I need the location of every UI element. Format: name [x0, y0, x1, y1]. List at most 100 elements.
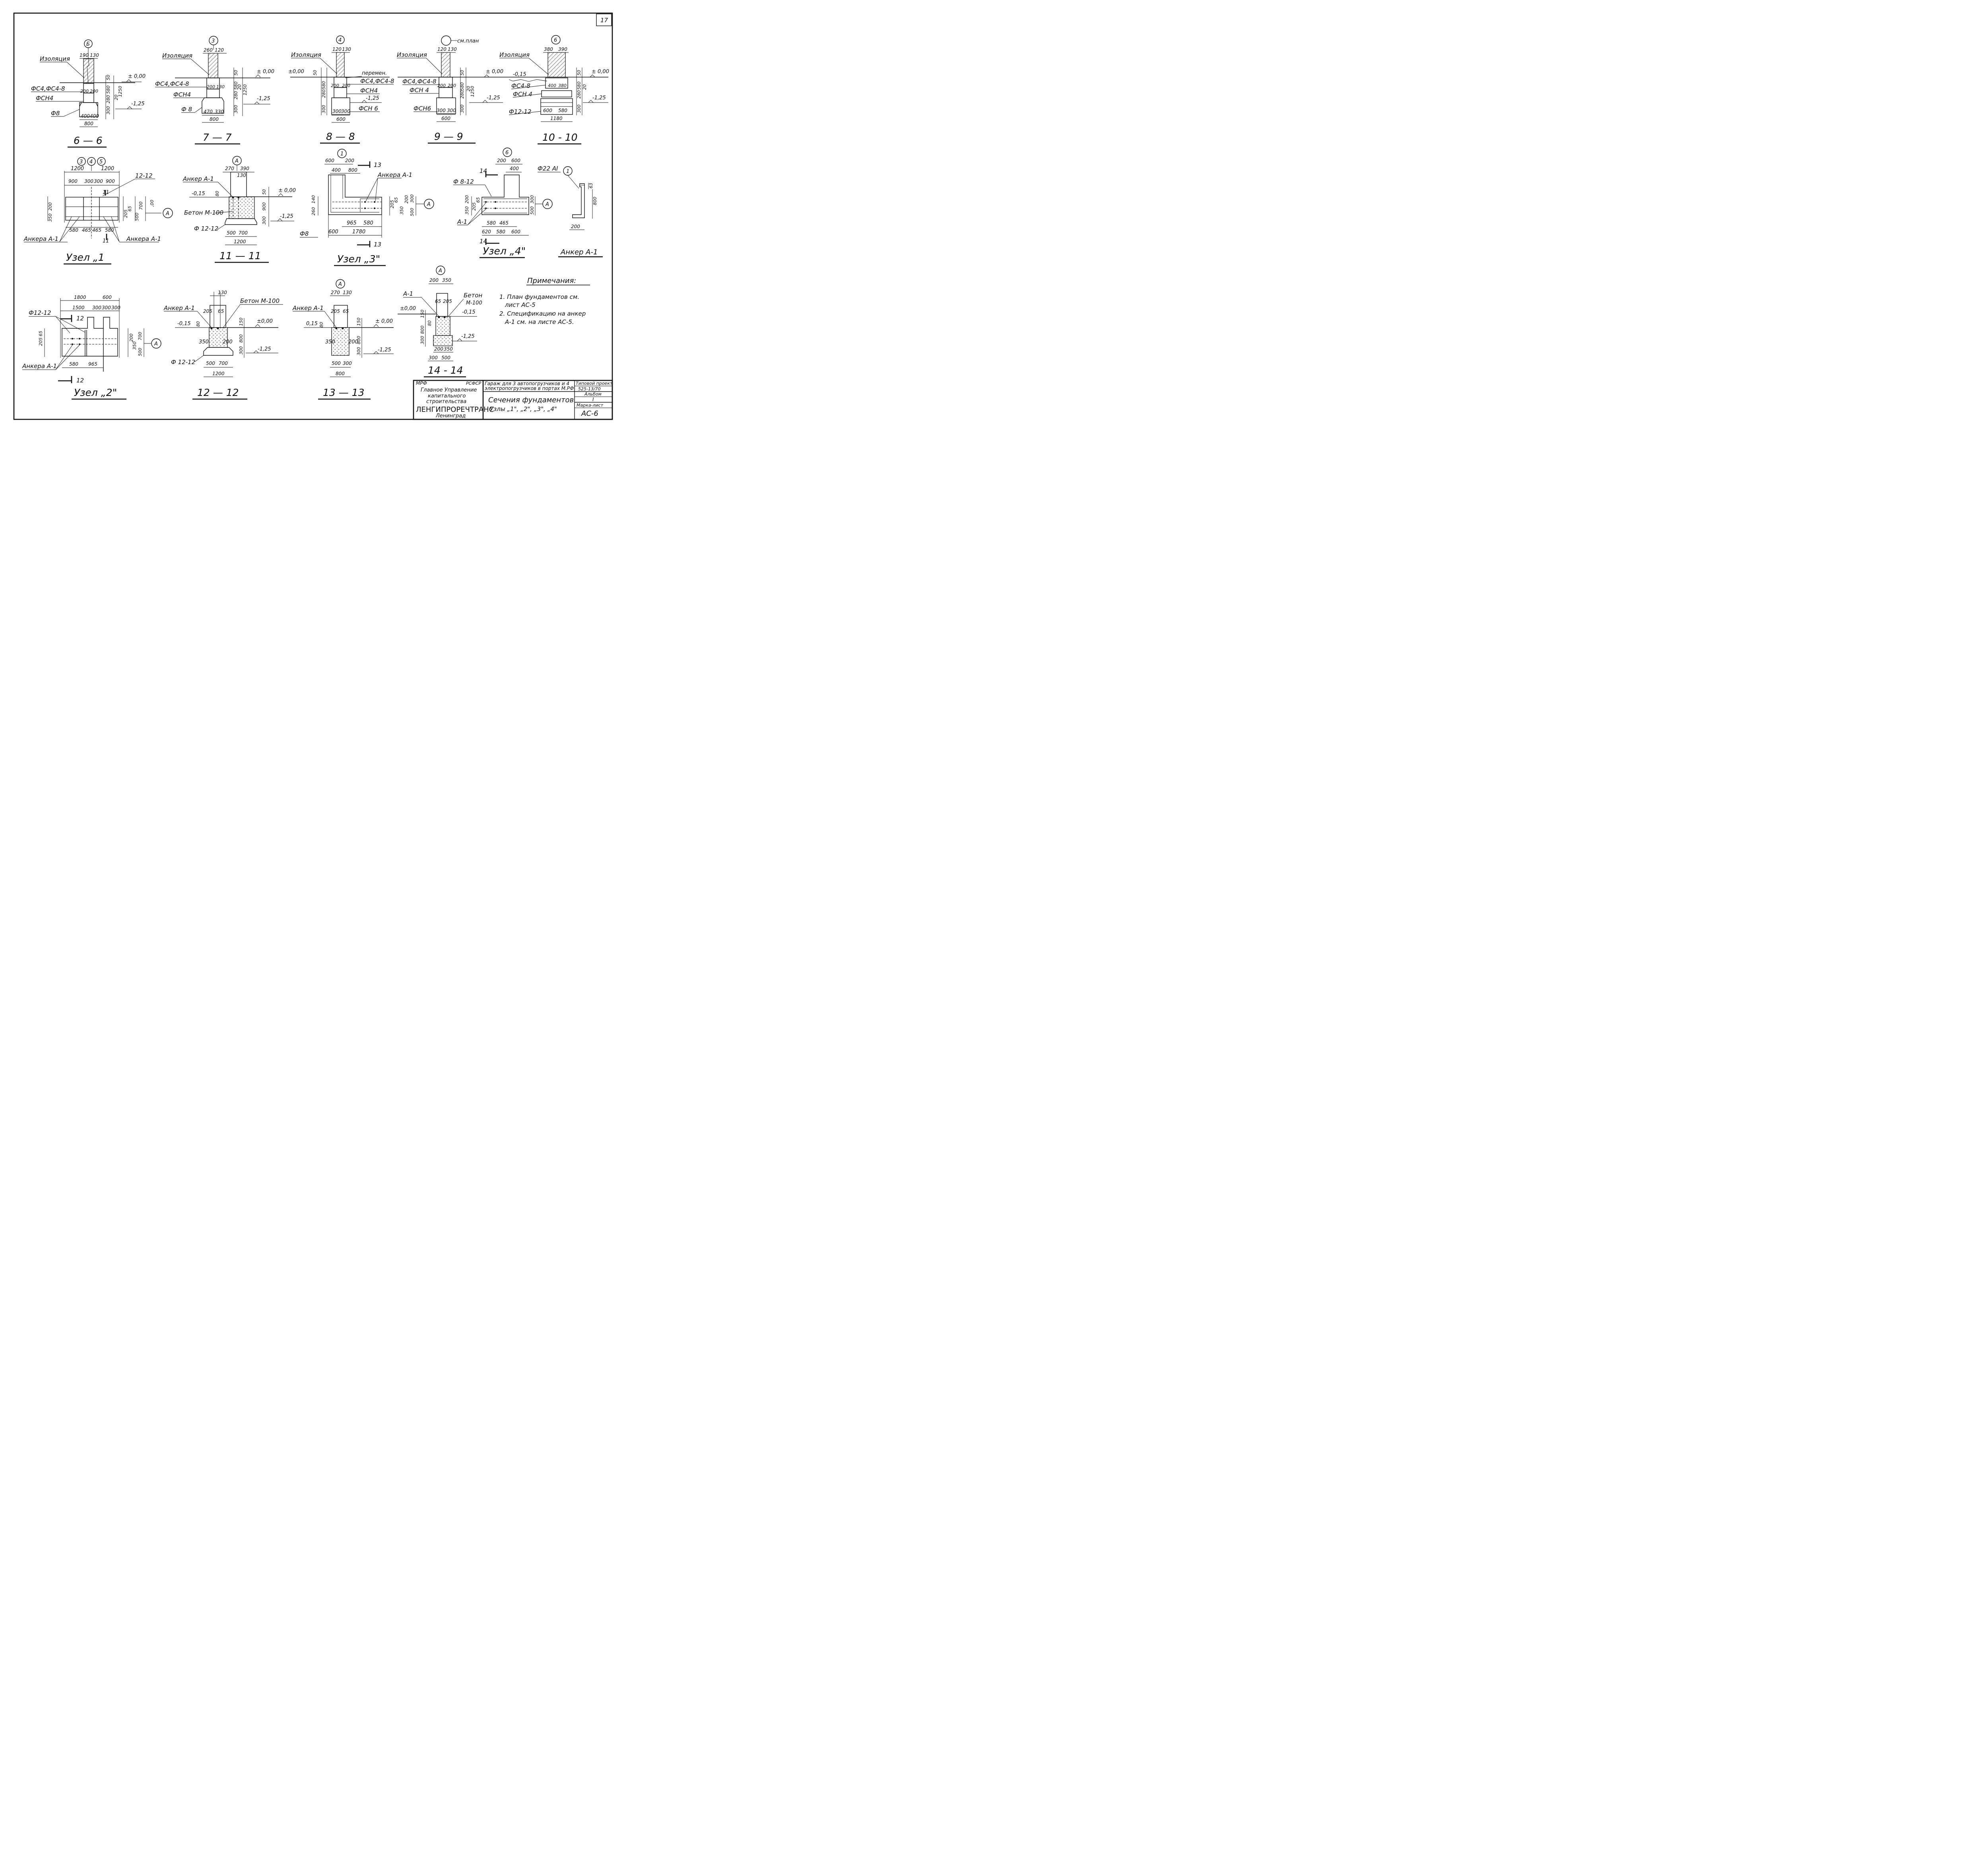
label-izol: Изоляция [40, 55, 70, 62]
stamp-mpf: МРФ [416, 380, 427, 386]
svg-text:350: 350 [464, 206, 470, 215]
outer-frame [13, 12, 613, 420]
svg-text:470: 470 [204, 109, 213, 114]
svg-text:А: А [438, 268, 442, 274]
stamp-org1: Главное Управление [421, 387, 477, 393]
title-13-13: 13 — 13 [323, 387, 365, 398]
svg-text:150: 150 [356, 318, 361, 326]
svg-text:1250: 1250 [470, 86, 475, 97]
svg-text:300: 300 [429, 355, 438, 361]
insulation-wall-8 [336, 52, 345, 78]
axis-label-b: Б [86, 41, 90, 47]
label-f12-12-node2: Ф12-12 [29, 309, 51, 316]
svg-text:500: 500 [530, 206, 535, 215]
label-fsn4-9: ФСН 4 [410, 87, 429, 94]
svg-text:205: 205 [38, 337, 43, 346]
svg-text:380: 380 [558, 83, 567, 88]
svg-text:900: 900 [68, 178, 78, 184]
level-015-14: -0,15 [462, 309, 476, 315]
svg-text:1: 1 [340, 151, 344, 157]
title-node-2: Узел „2" [74, 387, 117, 398]
label-fsn4-10: ФСН 4 [513, 91, 532, 98]
svg-text:580: 580 [321, 81, 326, 89]
beam-14 [435, 316, 450, 336]
title-7-7: 7 — 7 [203, 132, 232, 143]
label-f8-3: Ф8 [300, 230, 309, 237]
svg-text:12: 12 [76, 315, 84, 322]
wall-14 [436, 293, 448, 317]
axis-bubble-empty [441, 35, 451, 46]
svg-text:120: 120 [332, 47, 342, 52]
level-000-8: ±0,00 [288, 69, 304, 75]
label-ankera-right: Анкера А-1 [126, 235, 161, 242]
fsn-block [83, 93, 94, 103]
svg-text:80: 80 [196, 321, 201, 327]
footing-7 [202, 97, 224, 114]
label-izol-7: Изоляция [162, 52, 192, 59]
svg-text:,00: ,00 [149, 200, 155, 207]
svg-text:300: 300 [460, 105, 465, 113]
axis-label-6: 6 [554, 37, 557, 43]
svg-text:А: А [235, 158, 239, 164]
svg-text:130: 130 [342, 47, 351, 52]
svg-text:200: 200 [129, 334, 134, 342]
svg-text:300: 300 [102, 305, 111, 310]
notes-heading: Примечания: [527, 277, 576, 285]
svg-text:140: 140 [311, 195, 316, 204]
svg-text:900: 900 [262, 202, 267, 211]
stamp-city: Ленинград [435, 413, 466, 419]
svg-text:200: 200 [434, 346, 443, 352]
svg-text:620: 620 [482, 229, 491, 235]
svg-text:300: 300 [239, 346, 244, 355]
svg-text:580: 580 [69, 227, 78, 233]
title-block: МРФ РСФСР Главное Управление капитальног… [413, 380, 613, 420]
section-11-11: А 270 390 130 Анкер А-1 -0,15 80 Бетон М… [182, 156, 296, 263]
title-12-12: 12 — 12 [197, 387, 239, 398]
svg-text:300: 300 [111, 305, 120, 310]
svg-text:300: 300 [321, 105, 326, 113]
svg-text:80: 80 [319, 322, 324, 328]
footing-f8 [79, 102, 98, 117]
svg-text:50: 50 [262, 189, 267, 195]
svg-text:3: 3 [80, 159, 83, 165]
label-peremen: перемен. [362, 70, 387, 76]
svg-text:50: 50 [233, 70, 239, 76]
svg-text:А: А [427, 202, 431, 207]
svg-text:350: 350 [132, 341, 137, 350]
section-13-13: А 270 130 205 65 Анкер А-1 0,15 80 350 2… [292, 279, 394, 400]
svg-text:580: 580 [105, 227, 114, 233]
label-anker-13: Анкер А-1 [292, 304, 324, 312]
label-f8-7: Ф 8 [181, 106, 192, 113]
level-000-14: ±0,00 [400, 306, 416, 312]
svg-text:300: 300 [332, 109, 342, 114]
svg-text:205: 205 [331, 308, 340, 314]
footing-14 [433, 335, 453, 346]
svg-text:350: 350 [199, 339, 209, 345]
svg-text:200: 200 [404, 195, 409, 204]
level-125-13: -1,25 [378, 347, 391, 353]
svg-text:1200: 1200 [71, 166, 84, 172]
axis-bubble-a-14 [436, 266, 445, 275]
axis-bubble-a-node2 [151, 338, 161, 349]
svg-text:600: 600 [511, 158, 520, 163]
label-anker-11: Анкер А-1 [182, 175, 214, 182]
svg-text:1250: 1250 [243, 84, 248, 95]
svg-text:400: 400 [548, 83, 556, 88]
level-000-13: ± 0,00 [375, 318, 393, 324]
node3-outline [328, 175, 382, 215]
svg-text:350: 350 [442, 277, 451, 283]
label-ankera-left: Анкера А-1 [23, 235, 58, 242]
svg-text:600: 600 [336, 116, 346, 122]
svg-text:300: 300 [420, 336, 425, 344]
stamp-title2: Узлы „1", „2", „3", „4" [490, 405, 557, 413]
node-2-plan: 1800 600 1500 300 300 300 Ф12-12 12 205 … [22, 295, 161, 400]
svg-text:600: 600 [511, 229, 520, 235]
stamp-album-label: Альбом [584, 392, 602, 397]
stamp-frame [413, 380, 613, 420]
svg-text:800: 800 [592, 197, 598, 205]
svg-text:65: 65 [38, 331, 43, 336]
dim-1250: 1250 [118, 86, 123, 97]
svg-text:13: 13 [374, 161, 381, 169]
svg-text:800: 800 [348, 167, 357, 173]
axis-bubble-4 [336, 35, 345, 44]
